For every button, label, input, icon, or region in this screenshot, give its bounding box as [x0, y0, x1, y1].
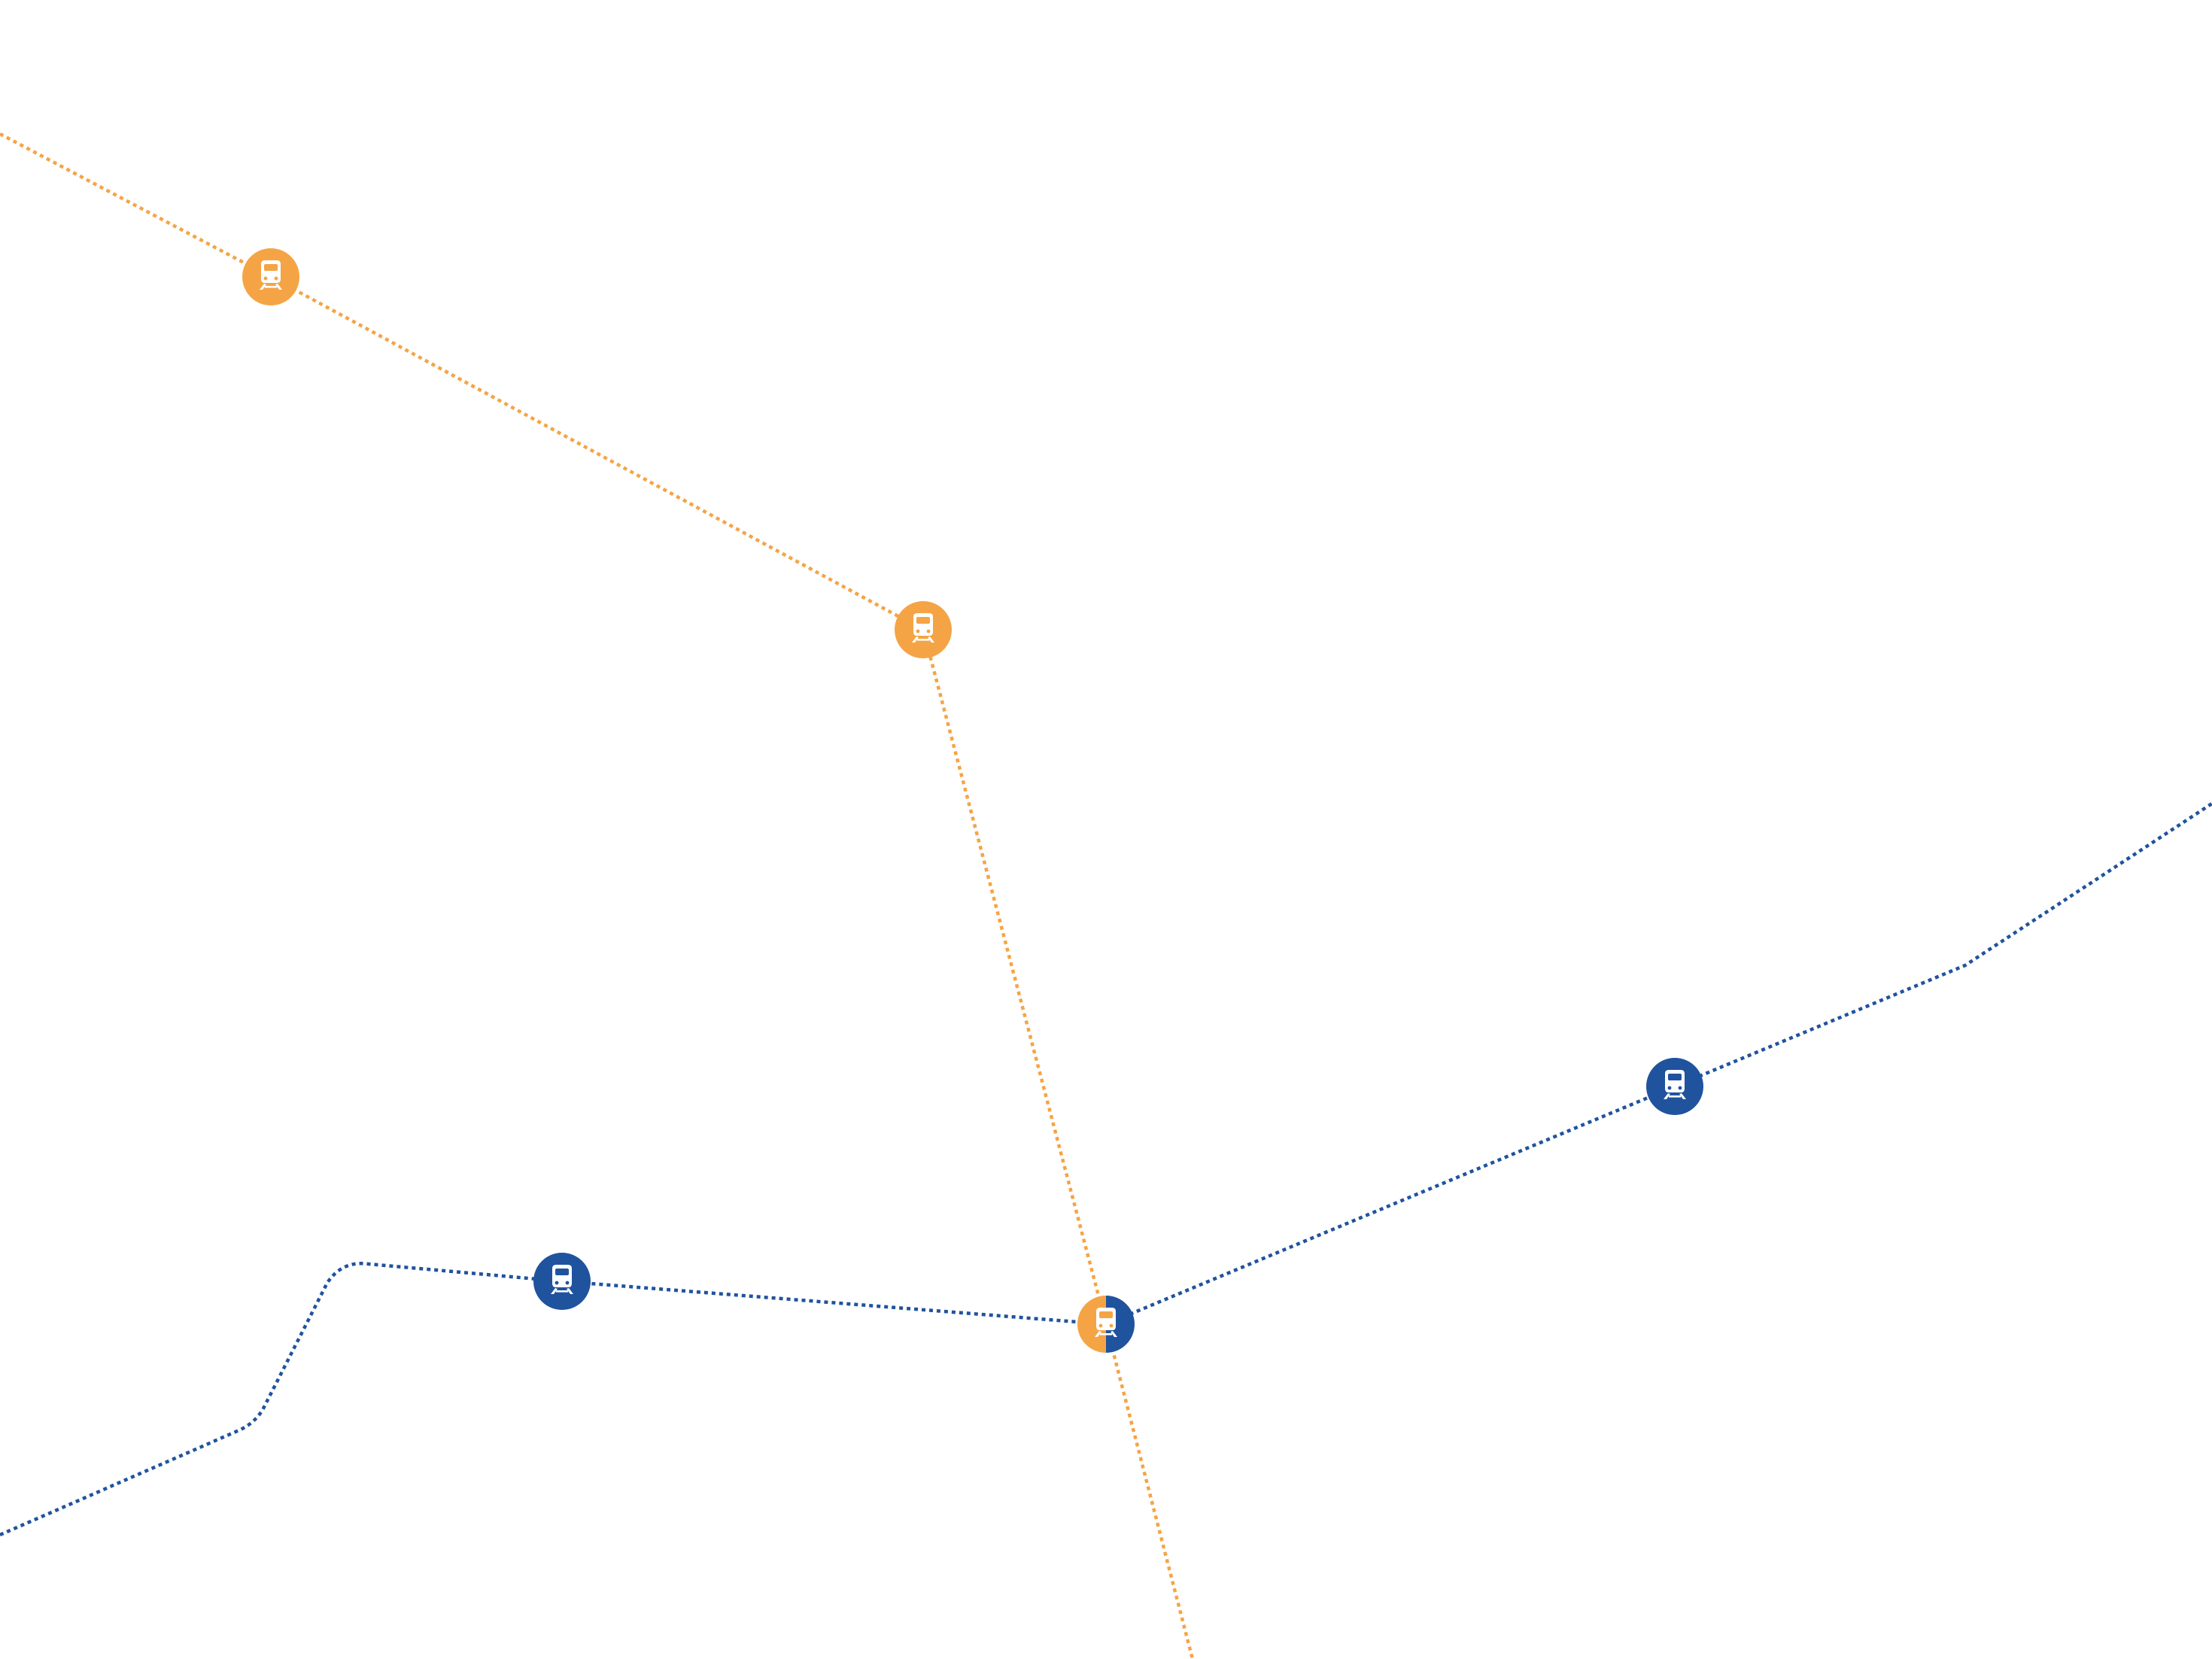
orange-line [0, 132, 1195, 1659]
blue-station-2[interactable] [1646, 1058, 1703, 1115]
blue-station-1[interactable] [533, 1253, 591, 1310]
orange-station-1[interactable] [242, 248, 299, 305]
orange-station-2[interactable] [895, 601, 952, 658]
blue-line [0, 802, 2212, 1537]
interchange-station[interactable] [1077, 1296, 1135, 1353]
